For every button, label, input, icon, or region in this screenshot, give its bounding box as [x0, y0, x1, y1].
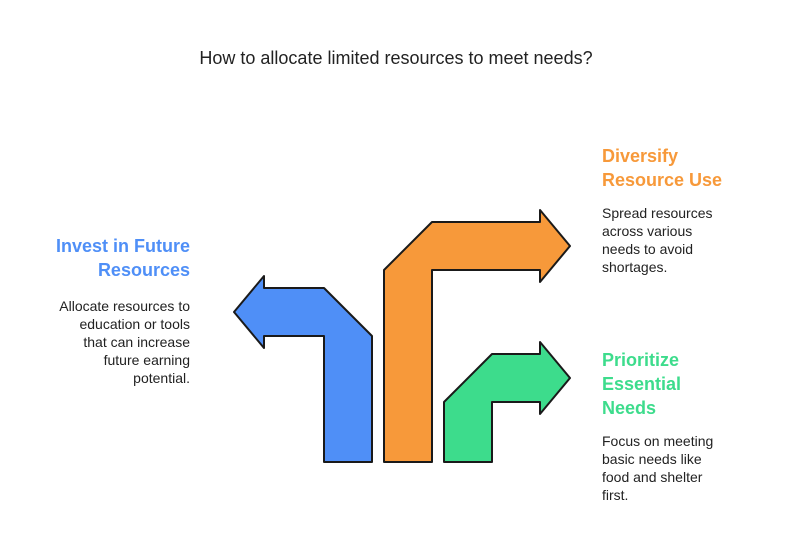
prioritize-heading-line: Needs [602, 398, 657, 418]
diversify-heading-line: Resource Use [602, 170, 723, 190]
invest-description-line: future earning [103, 352, 190, 368]
prioritize-description: Focus on meeting basic needs like food a… [602, 432, 713, 504]
prioritize-description-line: basic needs like [602, 451, 702, 467]
diversify-description-line: shortages. [602, 259, 668, 275]
invest-description-line: education or tools [79, 316, 190, 332]
diversify-description: Spread resources across various needs to… [602, 204, 713, 276]
invest-arrow [233, 275, 373, 463]
prioritize-arrow [443, 341, 571, 463]
invest-heading-line: Invest in Future [55, 236, 190, 256]
invest-heading-line: Resources [97, 260, 190, 280]
invest-description: Allocate resources to education or tools… [59, 297, 190, 387]
diversify-description-line: across various [602, 223, 693, 239]
prioritize-heading-line: Prioritize [602, 350, 680, 370]
prioritize-description-line: first. [602, 487, 629, 503]
prioritize-heading-line: Essential [602, 374, 682, 394]
prioritize-description-line: food and shelter [602, 469, 703, 485]
prioritize-heading: Prioritize Essential Needs [602, 348, 681, 420]
invest-description-line: potential. [133, 370, 190, 386]
prioritize-description-line: Focus on meeting [602, 433, 714, 449]
diversify-heading-line: Diversify [602, 146, 679, 166]
diversify-heading: Diversify Resource Use [602, 144, 722, 192]
invest-heading: Invest in Future Resources [56, 234, 190, 282]
invest-description-line: Allocate resources to [59, 298, 190, 314]
diagram-title: How to allocate limited resources to mee… [199, 48, 593, 68]
diversify-arrow [383, 209, 571, 463]
diversify-description-line: needs to avoid [602, 241, 694, 257]
invest-description-line: that can increase [83, 334, 190, 350]
diversify-description-line: Spread resources [602, 205, 713, 221]
